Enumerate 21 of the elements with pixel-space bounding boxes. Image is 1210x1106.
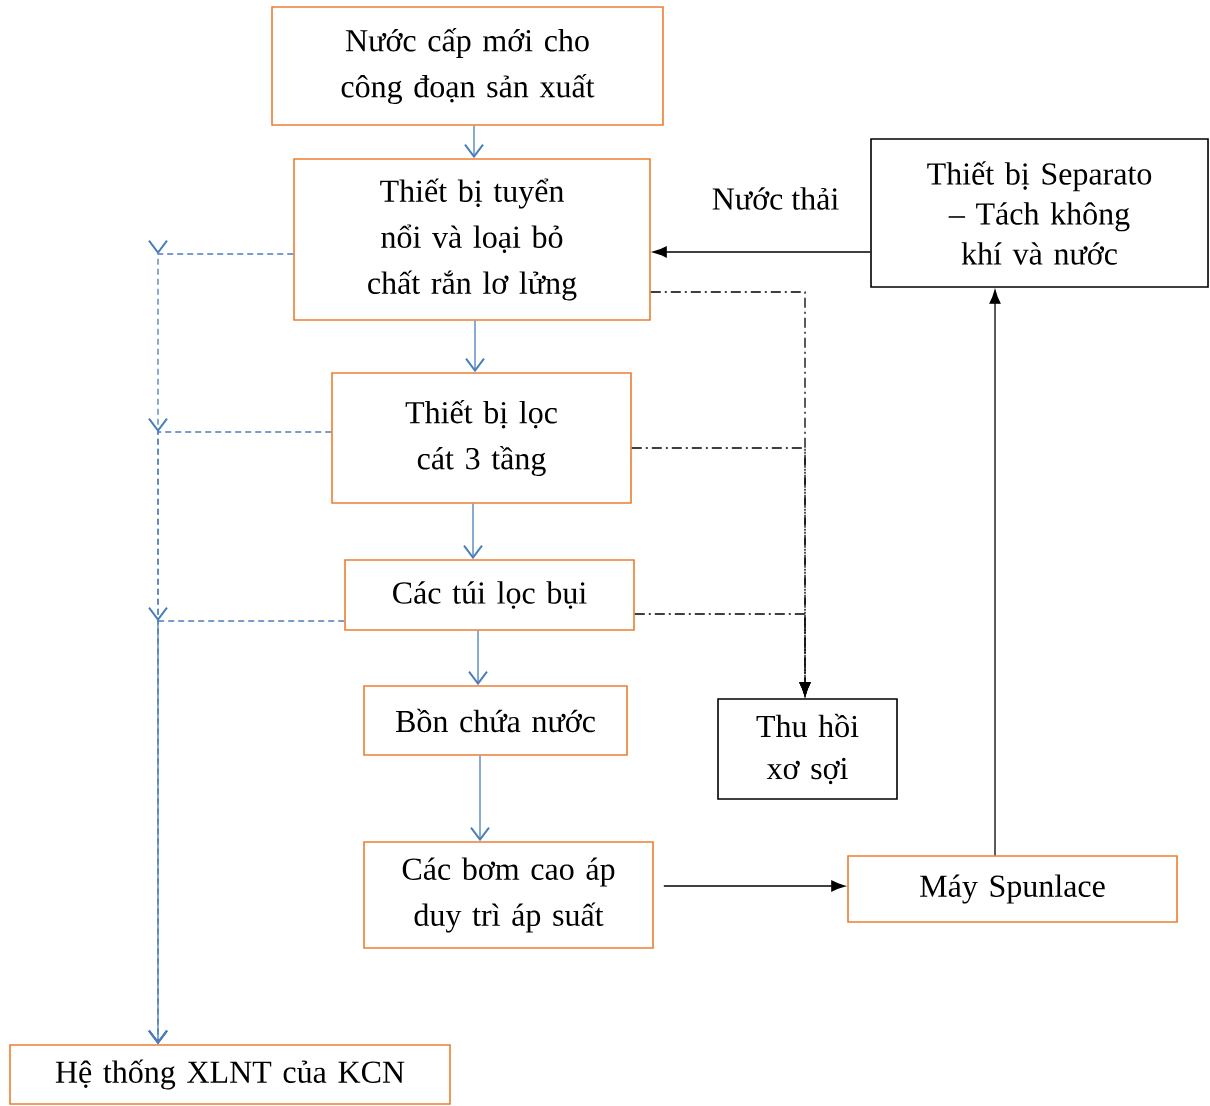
- arrow: [634, 613, 811, 697]
- arrow: [470, 755, 490, 842]
- edge-label: Nước thải: [709, 185, 842, 212]
- process-box: Nước cấp mới cho công đoạn sản xuất: [271, 6, 664, 126]
- arrow: [468, 630, 488, 686]
- process-box: Bồn chứa nước: [363, 685, 628, 756]
- process-box: Máy Spunlace: [847, 855, 1178, 923]
- arrow: [652, 246, 871, 258]
- arrow: [148, 606, 345, 1045]
- process-box: Các túi lọc bụi: [344, 559, 635, 631]
- process-box: Thiết bị lọc cát 3 tầng: [331, 372, 632, 504]
- arrow: [989, 289, 1001, 856]
- process-box: Hệ thống XLNT của KCN: [9, 1044, 451, 1105]
- process-box: Thiết bị tuyển nổi và loại bỏ chất rắn lơ lửng: [293, 158, 651, 321]
- arrow: [464, 125, 484, 159]
- process-box: Thiết bị Separato – Tách không khí và nước: [870, 138, 1209, 288]
- process-box: Thu hồi xơ sợi: [717, 698, 898, 800]
- arrow: [463, 503, 483, 560]
- process-box: Các bơm cao áp duy trì áp suất: [363, 841, 654, 949]
- arrow: [663, 880, 846, 892]
- arrow: [465, 320, 485, 373]
